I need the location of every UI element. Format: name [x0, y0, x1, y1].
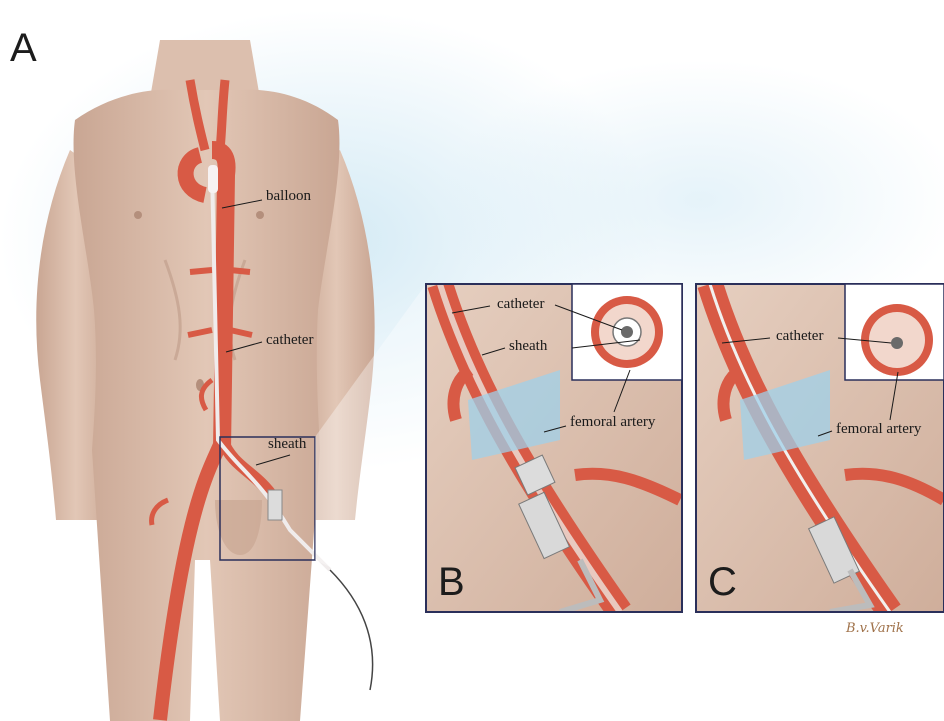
balloon-shape [208, 165, 218, 193]
label-c-femoral: femoral artery [836, 421, 921, 438]
label-b-catheter: catheter [497, 296, 544, 313]
sheath-hub-a [268, 490, 282, 520]
cross-section-b-catheter [621, 326, 633, 338]
panel-label-b: B [438, 560, 465, 605]
label-b-sheath: sheath [509, 338, 547, 355]
label-c-catheter: catheter [776, 328, 823, 345]
cross-section-c-catheter [891, 337, 903, 349]
label-a-sheath: sheath [268, 436, 306, 453]
artist-signature: B.v.Varik [846, 621, 904, 636]
panel-label-a: A [10, 26, 37, 71]
catheter-cable [330, 570, 373, 690]
panel-label-c: C [708, 560, 737, 605]
label-b-femoral: femoral artery [570, 414, 655, 431]
label-a-balloon: balloon [266, 188, 311, 205]
label-a-catheter: catheter [266, 332, 313, 349]
